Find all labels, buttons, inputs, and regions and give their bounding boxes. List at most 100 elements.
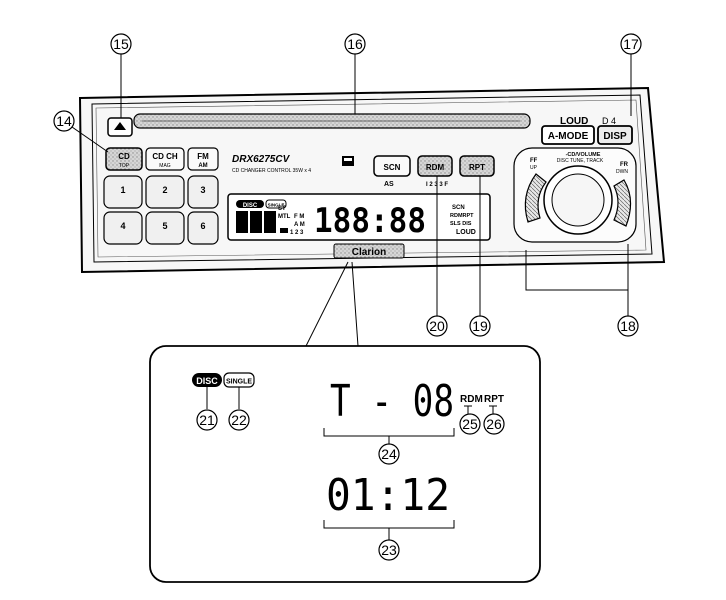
preset-button-1[interactable]: 1 — [103, 175, 143, 209]
eject-button[interactable] — [107, 117, 133, 137]
zoom-lines — [305, 261, 359, 347]
volume-sublabel: DISC TUNE, TRACK — [557, 158, 604, 164]
lcd-sls: SLS DIS — [450, 221, 472, 227]
a-mode-button[interactable]: A-MODE — [541, 125, 595, 145]
cd-icon — [280, 228, 288, 233]
main-lcd: DISC SINGLE ST MTL F M A M 1 2 3 188:88 … — [227, 193, 491, 241]
fr-sublabel: DWN — [616, 169, 628, 175]
preset-label: 6 — [200, 221, 205, 231]
rdm-button[interactable]: RDM — [417, 155, 453, 177]
callout-22: 22 — [228, 409, 250, 431]
preset-button-6[interactable]: 6 — [187, 211, 219, 245]
preset-label: 5 — [162, 221, 167, 231]
lcd-digits: 188:88 — [314, 201, 426, 241]
ff-sublabel: UP — [530, 165, 538, 171]
rpt-button[interactable]: RPT — [459, 155, 495, 177]
lcd-disc: DISC — [243, 203, 258, 209]
callout-26-label: 26 — [486, 416, 502, 432]
detail-disc-label: DISC — [196, 376, 218, 386]
top-label: TOP — [119, 163, 130, 169]
scn-button[interactable]: SCN — [373, 155, 411, 177]
scn-label: SCN — [384, 163, 401, 172]
detail-single-indicator: SINGLE — [223, 372, 255, 388]
callout-20: 20 — [426, 176, 448, 337]
cd-label: CD — [118, 152, 130, 161]
model-subtitle: CD CHANGER CONTROL 35W x 4 — [232, 168, 311, 174]
a-mode-label: A-MODE — [548, 131, 589, 142]
ff-label: FF — [530, 158, 538, 164]
as-label: AS — [384, 181, 394, 188]
disp-button[interactable]: DISP — [597, 125, 633, 145]
mag-label: MAG — [159, 163, 171, 169]
callout-18-label: 18 — [620, 318, 636, 334]
cluster-bracket — [525, 244, 629, 291]
rpt-label: RPT — [469, 163, 485, 172]
preset-label: 2 — [162, 185, 167, 195]
callout-21-label: 21 — [199, 412, 215, 428]
lcd-rdmrpt: RDMRPT — [450, 213, 474, 219]
am-label: AM — [198, 163, 207, 169]
callout-18: 18 — [617, 290, 639, 337]
preset-button-3[interactable]: 3 — [187, 175, 219, 209]
detail-track-display: T - 08 — [330, 376, 454, 427]
callout-24-label: 24 — [381, 446, 397, 462]
callout-25: 25 — [459, 413, 481, 435]
fr-label: FR — [620, 162, 629, 168]
detail-single-label: SINGLE — [226, 379, 252, 386]
cdch-mag-button[interactable]: CD CH MAG — [145, 147, 185, 171]
ff-up-button[interactable] — [524, 173, 547, 223]
loud-side-label: D 4 — [602, 116, 616, 126]
disc-slot — [133, 113, 531, 129]
preset-label: 3 — [200, 185, 205, 195]
callout-25-label: 25 — [462, 416, 478, 432]
brand-plate: Clarion — [333, 243, 405, 259]
callout-14: 14 — [53, 110, 109, 153]
lcd-loud: LOUD — [456, 229, 476, 236]
model-label: DRX6275CV — [232, 154, 291, 165]
fm-am-button[interactable]: FM AM — [187, 147, 219, 171]
callout-16: 16 — [344, 33, 366, 114]
preset-button-4[interactable]: 4 — [103, 211, 143, 245]
callout-15: 15 — [110, 33, 132, 118]
detail-time-display: 01:12 — [326, 470, 450, 521]
lcd-scn: SCN — [452, 205, 465, 211]
callout-24: 24 — [378, 443, 400, 465]
lcd-fm: F M — [294, 214, 304, 220]
volume-knob[interactable] — [543, 165, 613, 235]
callout-14-label: 14 — [56, 113, 72, 129]
callout-19: 19 — [469, 176, 491, 337]
callout-20-label: 20 — [429, 318, 445, 334]
cd-top-button[interactable]: CD TOP — [105, 147, 143, 171]
detail-rpt-label: RPT — [484, 394, 504, 405]
detail-panel: DISC SINGLE T - 08 RDM RPT 01:12 — [149, 345, 541, 583]
callout-15-label: 15 — [113, 36, 129, 52]
rdm-label: RDM — [426, 163, 445, 172]
disp-label: DISP — [603, 131, 627, 142]
compact-disc-logo — [342, 156, 354, 166]
callout-26: 26 — [483, 413, 505, 435]
brand-label: Clarion — [352, 247, 386, 258]
lcd-preset-nums: 1 2 3 — [290, 230, 304, 236]
preset-button-2[interactable]: 2 — [145, 175, 185, 209]
preset-label: 4 — [120, 221, 125, 231]
loud-label: LOUD — [560, 116, 588, 127]
callout-16-label: 16 — [347, 36, 363, 52]
callout-22-label: 22 — [231, 412, 247, 428]
lcd-single: SINGLE — [268, 203, 285, 208]
fr-down-button[interactable] — [613, 179, 632, 227]
callout-23-label: 23 — [381, 542, 397, 558]
lcd-mtl: MTL — [278, 214, 291, 220]
callout-23: 23 — [378, 539, 400, 561]
volume-label: -CD/VOLUME — [566, 152, 601, 158]
detail-disc-indicator: DISC — [192, 373, 222, 387]
callout-19-label: 19 — [472, 318, 488, 334]
eject-icon — [114, 122, 126, 130]
preset-button-5[interactable]: 5 — [145, 211, 185, 245]
cdch-label: CD CH — [152, 152, 178, 161]
callout-17-label: 17 — [623, 36, 639, 52]
callout-21: 21 — [196, 409, 218, 431]
fm-label: FM — [197, 152, 209, 161]
detail-rdm-label: RDM — [460, 394, 483, 405]
lcd-st: ST — [278, 206, 286, 212]
